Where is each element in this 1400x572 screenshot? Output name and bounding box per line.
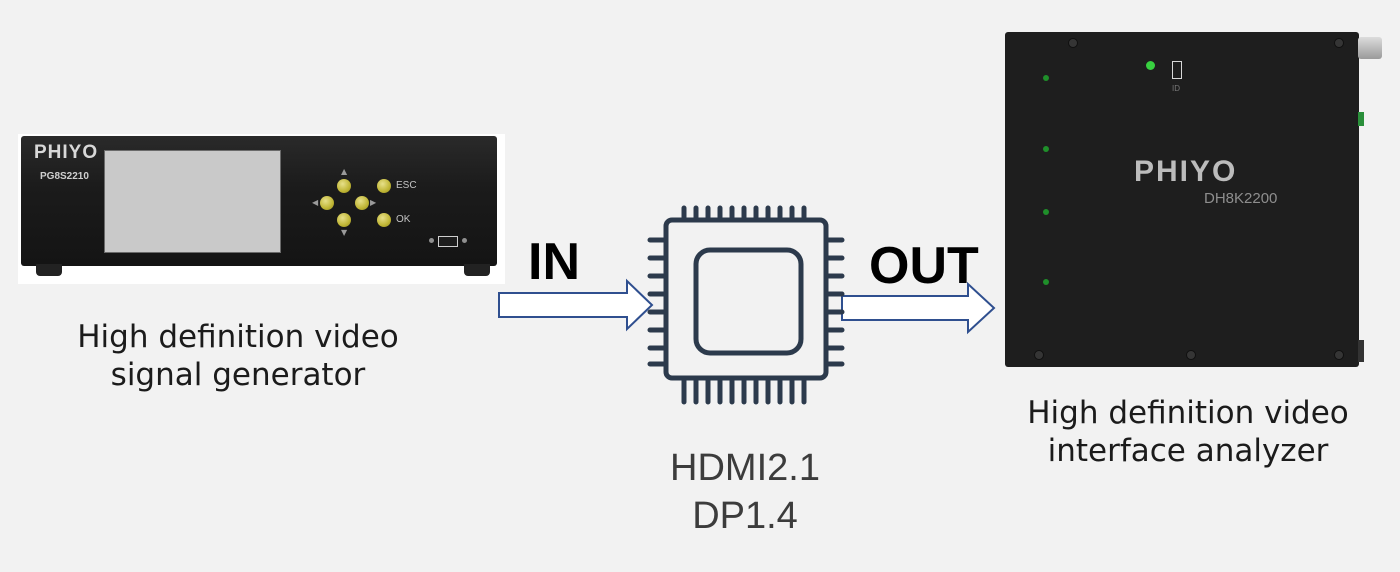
analyzer-caption-line: interface analyzer [1047, 433, 1329, 469]
generator-brand-logo: PHIYO [34, 142, 99, 163]
right-button-icon [355, 196, 369, 210]
ok-button-icon [377, 213, 391, 227]
device-foot [36, 264, 62, 276]
analyzer-model-label: DH8K2200 [1204, 190, 1278, 207]
screw-icon [1334, 350, 1344, 360]
generator-screen [104, 150, 281, 253]
screw-icon [1334, 38, 1344, 48]
port-led-icon [1043, 209, 1049, 215]
id-label: ID [1172, 84, 1180, 93]
esc-label: ESC [396, 180, 417, 191]
analyzer-caption: High definition video interface analyzer [988, 394, 1388, 470]
indicator-dot-icon [429, 238, 434, 243]
generator-caption-line: High definition video [77, 319, 399, 355]
generator-caption: High definition video signal generator [38, 318, 438, 394]
indicator-dot-icon [462, 238, 467, 243]
protocol-hdmi: HDMI2.1 [670, 447, 820, 489]
up-button-icon [337, 179, 351, 193]
port-led-icon [1043, 146, 1049, 152]
down-arrow-icon: ▼ [341, 228, 348, 237]
generator-model-label: PG8S2210 [40, 171, 89, 182]
screw-icon [1068, 38, 1078, 48]
side-connector-icon [1358, 112, 1364, 126]
analyzer-caption-line: High definition video [1027, 395, 1349, 431]
interface-analyzer-device [1005, 32, 1359, 367]
in-arrow-icon [498, 278, 654, 332]
side-port-icon [1358, 340, 1364, 362]
down-button-icon [337, 213, 351, 227]
status-led-icon [1146, 61, 1155, 70]
port-led-icon [1043, 279, 1049, 285]
analyzer-brand-logo: PHIYO [1134, 155, 1238, 188]
device-foot [464, 264, 490, 276]
port-led-icon [1043, 75, 1049, 81]
right-arrow-icon: ▶ [370, 198, 377, 207]
antenna-connector-icon [1358, 37, 1382, 59]
esc-button-icon [377, 179, 391, 193]
microchip-icon [647, 205, 845, 405]
generator-caption-line: signal generator [110, 357, 366, 393]
in-label: IN [528, 233, 580, 291]
protocol-dp: DP1.4 [692, 495, 798, 537]
left-arrow-icon: ◀ [312, 198, 319, 207]
out-label: OUT [869, 237, 979, 295]
usb-port-icon [438, 236, 458, 247]
id-switch-icon [1172, 61, 1182, 79]
left-button-icon [320, 196, 334, 210]
screw-icon [1034, 350, 1044, 360]
out-arrow-icon [841, 281, 996, 335]
ok-label: OK [396, 214, 411, 225]
protocol-labels: HDMI2.1 DP1.4 [600, 444, 890, 540]
up-arrow-icon: ▲ [341, 167, 348, 176]
screw-icon [1186, 350, 1196, 360]
